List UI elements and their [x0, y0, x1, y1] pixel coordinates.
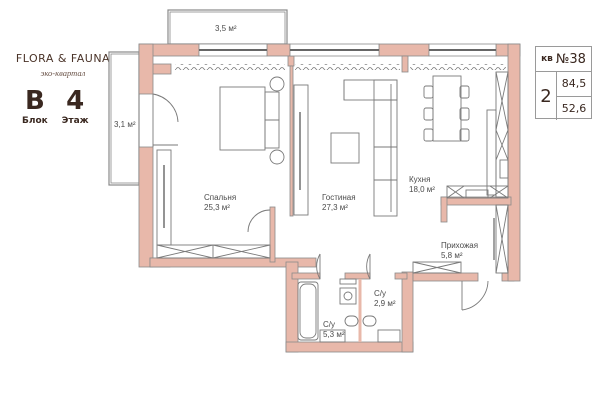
- interior: [152, 71, 509, 343]
- apartment-rooms-count: 2: [536, 72, 557, 120]
- floor-label: Этаж: [61, 116, 89, 126]
- room-balcony-area: 3,5 м²: [215, 24, 237, 33]
- room-bathroom-1-label: С/у: [323, 320, 335, 329]
- room-kitchen-area: 18,0 м²: [409, 185, 435, 194]
- room-living: Гостиная 27,3 м²: [322, 193, 356, 213]
- room-hallway: Прихожая 5,8 м²: [441, 241, 478, 261]
- apartment-living-area: 52,6: [557, 95, 591, 121]
- room-bathroom-1-area: 5,3 м²: [323, 330, 345, 339]
- block-info: В Блок: [22, 88, 48, 126]
- apartment-prefix: кв: [541, 54, 553, 64]
- room-hallway-label: Прихожая: [441, 241, 479, 250]
- floor-value: 4: [66, 86, 85, 116]
- block-value: В: [24, 86, 45, 116]
- room-bathroom-1: С/у 5,3 м²: [323, 320, 345, 340]
- block-label: Блок: [22, 116, 48, 126]
- walls: [138, 43, 521, 353]
- apartment-header: кв №38: [536, 47, 591, 72]
- room-bathroom-2: С/у 2,9 м²: [374, 289, 396, 309]
- windows: [198, 43, 497, 57]
- room-bedroom-area: 25,3 м²: [204, 203, 230, 212]
- room-hallway-area: 5,8 м²: [441, 251, 463, 260]
- room-bathroom-2-label: С/у: [374, 289, 386, 298]
- room-living-label: Гостиная: [322, 193, 356, 202]
- room-kitchen-label: Кухня: [409, 175, 431, 184]
- apartment-number: №38: [555, 51, 586, 67]
- room-loggia-area: 3,1 м²: [114, 120, 136, 129]
- room-kitchen: Кухня 18,0 м²: [409, 175, 435, 195]
- floor-info: 4 Этаж: [62, 88, 89, 126]
- room-living-area: 27,3 м²: [322, 203, 348, 212]
- room-bathroom-2-area: 2,9 м²: [374, 299, 396, 308]
- brand-logo: FLORA & FAUNA эко-квартал: [8, 52, 118, 78]
- brand-name: FLORA & FAUNA: [15, 52, 111, 65]
- apartment-total-area: 84,5: [561, 77, 587, 91]
- room-bedroom-label: Спальня: [204, 193, 237, 202]
- loggia-left: [108, 51, 140, 186]
- room-bedroom: Спальня 25,3 м²: [204, 193, 236, 213]
- curtains: [175, 64, 506, 70]
- brand-subtitle: эко-квартал: [40, 68, 86, 78]
- block-floor-info: В Блок 4 Этаж: [22, 88, 89, 126]
- apartment-info-box: кв №38 2 84,5 52,6: [535, 46, 592, 121]
